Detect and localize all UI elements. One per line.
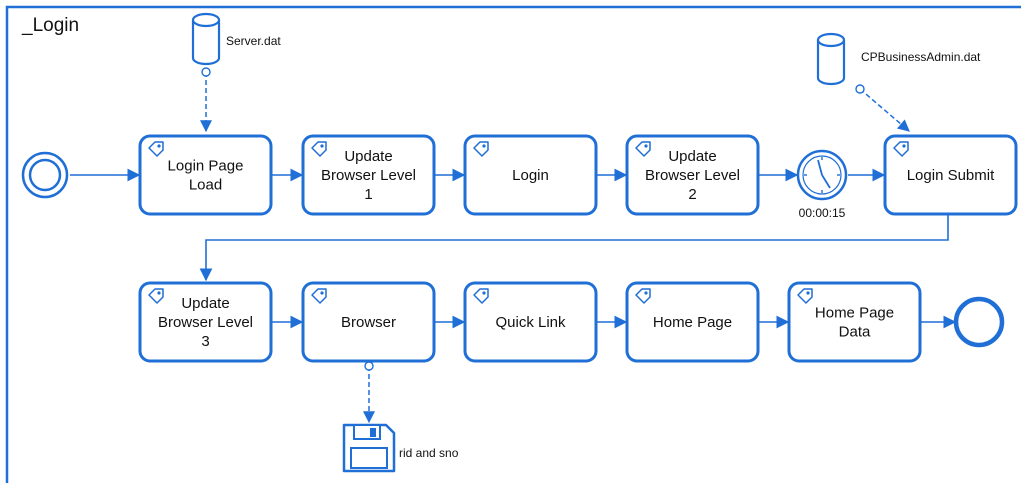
end-event-icon[interactable] xyxy=(953,296,1005,348)
task-box xyxy=(625,134,760,216)
task-label: Update xyxy=(344,148,392,165)
task-label: Browser Level xyxy=(645,167,740,184)
data-output-label: rid and sno xyxy=(399,446,459,460)
task-label: Login xyxy=(512,167,549,184)
task-home-page[interactable]: Home Page xyxy=(625,281,760,363)
flow-login-submit-to-update-browser-level-3[interactable] xyxy=(199,213,949,282)
task-browser[interactable]: Browser xyxy=(301,281,436,363)
association-cpbusinessadmin-dat[interactable] xyxy=(859,88,910,132)
task-box xyxy=(883,134,1018,216)
task-label: Home Page xyxy=(653,314,732,331)
task-label: 1 xyxy=(364,186,372,203)
task-label: Update xyxy=(668,148,716,165)
task-box xyxy=(463,281,598,363)
task-label: 3 xyxy=(201,333,209,350)
sequence-flows xyxy=(70,168,957,329)
task-quick-link[interactable]: Quick Link xyxy=(463,281,598,363)
data-output-rid-and-sno[interactable]: rid and sno xyxy=(342,423,459,473)
task-box xyxy=(787,281,922,363)
task-box xyxy=(463,134,598,216)
data-store-label: CPBusinessAdmin.dat xyxy=(861,50,981,64)
task-label: Login Page xyxy=(168,158,244,175)
task-label: 2 xyxy=(688,186,696,203)
task-login-submit[interactable]: Login Submit xyxy=(883,134,1018,216)
task-label: Load xyxy=(189,177,222,194)
task-label: Login Submit xyxy=(907,167,995,184)
data-associations xyxy=(200,67,910,424)
task-label: Home Page xyxy=(815,305,894,322)
task-box xyxy=(301,281,436,363)
task-label: Update xyxy=(181,295,229,312)
timer-event[interactable]: 00:00:15 xyxy=(796,149,848,220)
data-store-label: Server.dat xyxy=(226,34,281,48)
task-label: Quick Link xyxy=(495,314,566,331)
clock-icon xyxy=(796,149,848,201)
start-event-icon[interactable] xyxy=(21,151,69,199)
task-box xyxy=(301,134,436,216)
task-label: Browser xyxy=(341,314,396,331)
data-store-server-dat[interactable]: Server.dat xyxy=(191,12,281,66)
task-label: Data xyxy=(839,324,871,341)
data-store-cpbusinessadmin-dat[interactable]: CPBusinessAdmin.dat xyxy=(816,32,981,86)
database-icon xyxy=(816,32,846,86)
task-box xyxy=(138,281,273,363)
pool-title: _Login xyxy=(21,15,79,36)
timer-label: 00:00:15 xyxy=(799,206,846,220)
task-box xyxy=(625,281,760,363)
task-box xyxy=(138,134,273,216)
floppy-disk-icon xyxy=(342,423,396,473)
pool-frame xyxy=(5,5,1021,488)
task-label: Browser Level xyxy=(321,167,416,184)
task-label: Browser Level xyxy=(158,314,253,331)
database-icon xyxy=(191,12,221,66)
task-login[interactable]: Login xyxy=(463,134,598,216)
